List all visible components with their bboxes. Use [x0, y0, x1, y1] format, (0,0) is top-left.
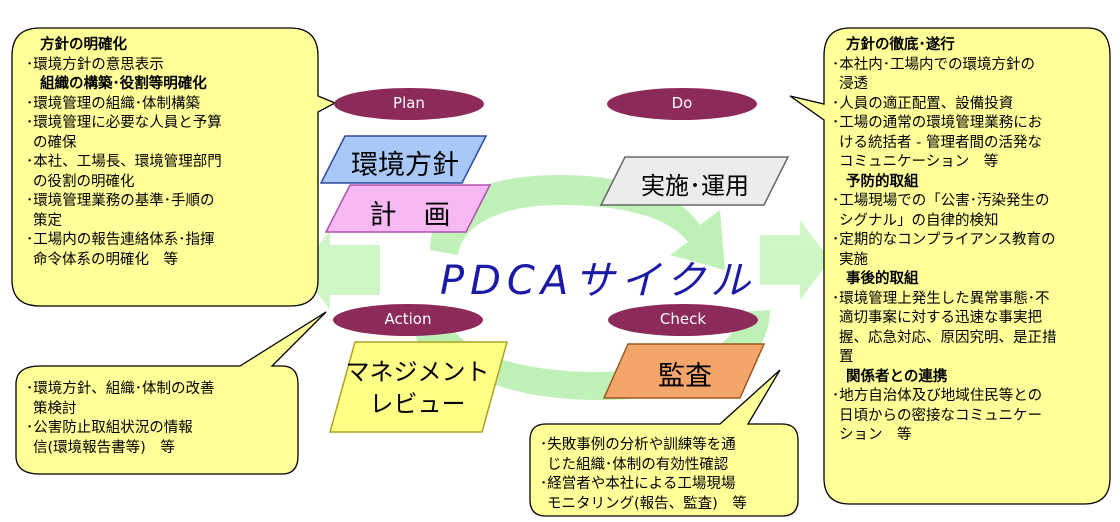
action-review-text: マネジメント レビュー [335, 356, 500, 420]
action-review-box [329, 341, 508, 433]
bubble-line: 浸透 [839, 76, 868, 92]
bubble-heading: 方針の明確化 [40, 37, 127, 53]
bubble-heading: 関係者との連携 [846, 368, 948, 385]
action-ellipse [333, 304, 483, 336]
action-label: Action [384, 310, 432, 328]
bubble-line: ･工場現場での「公害･汚染発生の [832, 193, 1050, 209]
cycle-arrow-left [300, 230, 380, 310]
bubble-heading: 方針の徹底･遂行 [846, 37, 955, 53]
bubble-line: ･公害防止取組状況の情報 [26, 420, 193, 436]
cycle-arrow-right [760, 220, 830, 300]
bubble-line: ･定期的なコンプライアンス教育の [832, 232, 1056, 248]
do-label: Do [671, 94, 693, 112]
bubble-line: ･失敗事例の分析や訓練等を通 [540, 437, 736, 453]
bubble-line: の確保 [33, 134, 77, 151]
bubble-line: 策定 [33, 212, 62, 229]
bubble-line: の役割の明確化 [33, 173, 135, 190]
bubble-line: 置 [839, 349, 854, 365]
plan-policy-box [319, 135, 488, 184]
bubble-line: じた組織･体制の有効性確認 [547, 456, 729, 473]
check-audit-text: 監査 [658, 361, 712, 392]
bubble-line: ･環境管理上発生した異常事態･不 [832, 290, 1050, 307]
bubble-heading: 事後的取組 [846, 271, 919, 287]
bubble-line: ･人員の適正配置、設備投資 [832, 95, 1014, 112]
do-implementation-text: 実施･運用 [641, 172, 749, 200]
bubble-line: ･地方自治体及び地域住民等との [832, 388, 1043, 404]
check-label: Check [659, 310, 707, 328]
pdca-cycle-title: PDCAサイクル [440, 258, 757, 304]
check-audit-box [602, 343, 766, 399]
bubble-line: ･工場の通常の環境管理業務にお [832, 115, 1043, 131]
plan-label: Plan [393, 94, 425, 112]
bubble-line: ･工場内の報告連絡体系･指揮 [26, 232, 215, 248]
plan-bubble-shape [11, 27, 337, 307]
bubble-line: ･環境管理の組織･体制構築 [26, 95, 200, 112]
bubble-line: ける統括者 - 管理者間の活発な [839, 134, 1042, 151]
bubble-line: シグナル」の自律的検知 [839, 212, 999, 229]
plan-bubble-text: 方針の明確化 ･環境方針の意思表示組織の構築･役割等明確化 ･環境管理の組織･体制構… [26, 36, 312, 270]
bubble-line: 策検討 [33, 400, 77, 417]
bubble-line: ･環境方針、組織･体制の改善 [26, 381, 215, 397]
bubble-line: ･本社、工場長、環境管理部門 [26, 154, 222, 170]
plan-planning-box [324, 184, 492, 233]
bubble-line: 実施 [839, 251, 868, 268]
action-bubble-shape [15, 311, 327, 475]
check-bubble-text: ･失敗事例の分析や訓練等を通じた組織･体制の有効性確認 ･経営者や本社による工場現… [540, 436, 798, 514]
bubble-line: ･環境管理業務の基準･手順の [26, 193, 215, 209]
do-ellipse [607, 88, 757, 120]
do-bubble-text: 方針の徹底･遂行 ･本社内･工場内での環境方針の浸透 ･人員の適正配置、設備投資 ･工… [832, 36, 1108, 446]
bubble-line: ･環境管理に必要な人員と予算 [26, 115, 222, 131]
action-review-line1: マネジメント [345, 358, 490, 386]
action-bubble-text: ･環境方針、組織･体制の改善策検討 ･公害防止取組状況の情報信(環境報告書等) 等 [26, 380, 296, 458]
do-bubble-shape [789, 27, 1111, 505]
bubble-line: モニタリング(報告、監査) 等 [547, 495, 747, 512]
bubble-heading: 予防的取組 [846, 173, 919, 190]
check-ellipse [608, 304, 758, 336]
bubble-line: コミュニケーション 等 [839, 154, 999, 170]
plan-policy-text: 環境方針 [351, 150, 459, 181]
plan-ellipse [334, 88, 484, 120]
bubble-heading: 組織の構築･役割等明確化 [40, 76, 207, 92]
bubble-line: ション 等 [839, 427, 912, 443]
do-implementation-box [599, 156, 790, 206]
bubble-line: 日頃からの密接なコミュニケー [839, 407, 1042, 424]
plan-planning-text: 計 画 [369, 200, 451, 231]
action-review-line2: レビュー [369, 390, 466, 418]
bubble-line: ･経営者や本社による工場現場 [540, 476, 736, 492]
bubble-line: ･本社内･工場内での環境方針の [832, 56, 1035, 73]
bubble-line: 命令体系の明確化 等 [33, 251, 178, 268]
bubble-line: 信(環境報告書等) 等 [33, 439, 175, 456]
bubble-line: ･環境方針の意思表示 [26, 56, 164, 73]
bubble-line: 適切事案に対する迅速な事実把 [839, 310, 1042, 326]
check-bubble-shape [529, 369, 799, 517]
bubble-line: 握、応急対応、原因究明、是正措 [839, 329, 1057, 346]
